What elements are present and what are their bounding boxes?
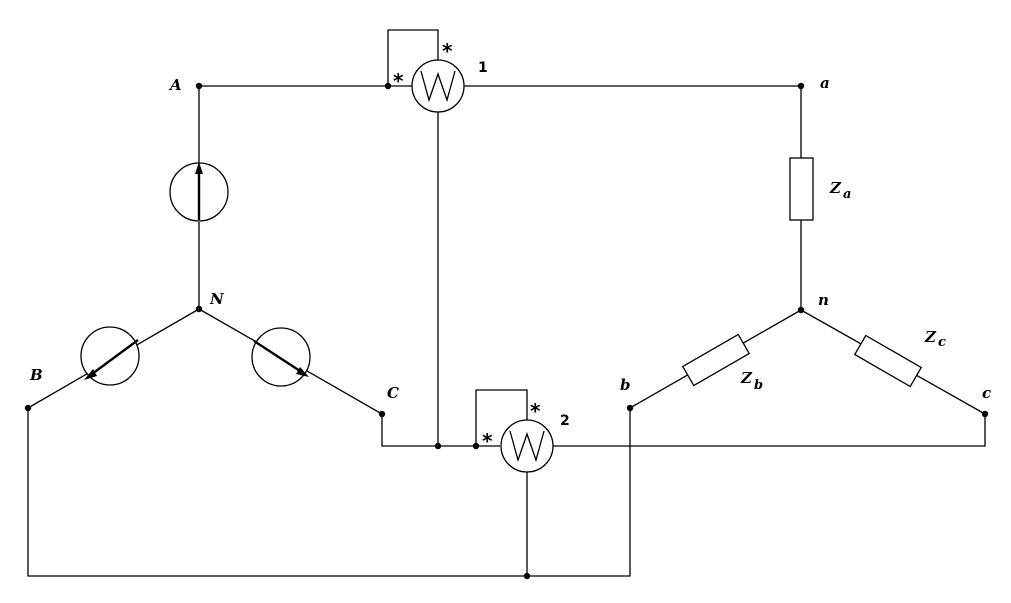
dot-bottom [523,572,531,580]
svg-text:Z: Z [829,179,842,197]
dot-N [195,305,203,313]
w2-star-voltage: * [530,399,541,423]
dot-b [626,404,634,412]
label-b: b [620,376,631,394]
w1-number: 1 [478,60,488,76]
label-C: C [387,384,399,402]
label-N: N [209,290,225,308]
dot-c [981,410,989,418]
wire-w2-to-c [552,414,986,447]
label-n: n [818,291,829,309]
junction-dots [24,82,989,580]
wire-C-down [381,414,500,447]
w1-star-voltage: * [442,39,453,63]
dot-B [24,404,32,412]
svg-text:c: c [938,335,946,350]
label-Zc: Z c [924,328,946,350]
svg-text:a: a [843,187,851,202]
w1-current-loop [387,29,439,86]
wire-B-bottom [27,408,631,577]
svg-text:Z: Z [740,369,753,387]
label-Zb: Z b [740,369,763,393]
emf-source-C [251,327,311,387]
label-B: B [29,366,43,384]
dot-w1-in [384,82,392,90]
wattmeter-1 [411,59,465,113]
dot-C [378,410,386,418]
label-A: A [168,76,182,94]
wires [27,29,986,577]
dot-A [195,82,203,90]
impedance-Zc [853,334,923,388]
svg-text:b: b [754,378,763,393]
wattmeter-2 [500,419,554,473]
emf-source-B [80,326,140,386]
label-a: a [820,74,830,92]
w2-star-current: * [482,429,493,453]
emf-source-A [169,162,229,222]
w2-current-loop [475,389,528,446]
label-c: c [982,384,991,402]
dot-mid [434,442,442,450]
dot-a [797,82,805,90]
svg-text:Z: Z [924,328,937,346]
label-Za: Z a [829,179,851,202]
w1-star-current: * [393,69,404,93]
impedance-Za [789,157,814,221]
dot-w2-in [472,442,480,450]
impedance-Zb [681,333,751,387]
dot-n [797,306,805,314]
w2-number: 2 [560,413,570,429]
